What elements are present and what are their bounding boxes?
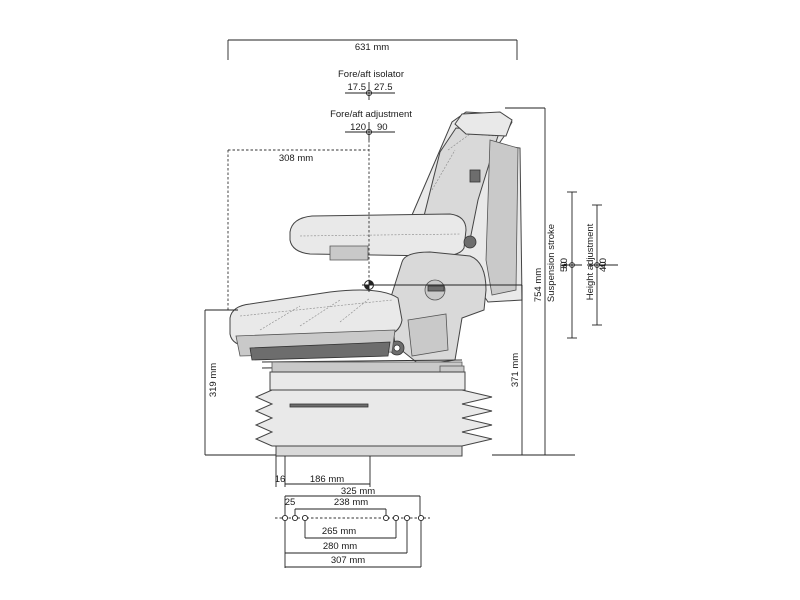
- label-height-adjustment: Height adjustment: [585, 223, 596, 300]
- suspension-base-top: [269, 371, 466, 391]
- mounting-hole: [301, 514, 309, 522]
- label-suspension-up: 50: [559, 258, 570, 269]
- label-hole-25: 25: [285, 497, 296, 508]
- mounting-hole: [291, 514, 299, 522]
- label-offset-16: 16: [275, 474, 286, 485]
- label-height-down: 40: [598, 261, 609, 272]
- bellows: [254, 389, 493, 447]
- label-fore-aft-isolator: Fore/aft isolator: [338, 69, 404, 80]
- label-hole-325: 325 mm: [341, 486, 375, 497]
- headrest: [454, 111, 513, 137]
- mounting-hole: [403, 514, 411, 522]
- label-fore-aft-adjustment: Fore/aft adjustment: [330, 109, 412, 120]
- dimension-lines: [204, 39, 618, 568]
- label-offset-186: 186 mm: [310, 474, 344, 485]
- label-hole-280: 280 mm: [323, 541, 357, 552]
- mounting-holes: [281, 514, 425, 522]
- label-overall-width: 631 mm: [355, 42, 389, 53]
- label-hole-265: 265 mm: [322, 526, 356, 537]
- mounting-hole: [382, 514, 390, 522]
- label-overall-height: 754 mm: [533, 268, 544, 302]
- dimension-labels: 631 mm Fore/aft isolator 17.5 27.5 Fore/…: [208, 42, 609, 566]
- label-adjustment-right: 90: [377, 122, 388, 133]
- label-suspension-down: 50: [559, 261, 570, 272]
- label-hole-307: 307 mm: [331, 555, 365, 566]
- mounting-hole: [281, 514, 289, 522]
- label-hole-238: 238 mm: [334, 497, 368, 508]
- label-seat-ref-width: 308 mm: [279, 153, 313, 164]
- label-height-up: 40: [598, 258, 609, 269]
- label-base-height: 371 mm: [510, 353, 521, 387]
- label-isolator-left: 17.5: [348, 82, 367, 93]
- label-seat-height: 319 mm: [208, 363, 219, 397]
- mounting-hole: [392, 514, 400, 522]
- label-isolator-right: 27.5: [374, 82, 393, 93]
- label-adjustment-left: 120: [350, 122, 366, 133]
- seat-illustration: [229, 111, 523, 457]
- mounting-hole: [417, 514, 425, 522]
- base-plate: [275, 445, 463, 457]
- label-suspension-stroke: Suspension stroke: [546, 224, 557, 302]
